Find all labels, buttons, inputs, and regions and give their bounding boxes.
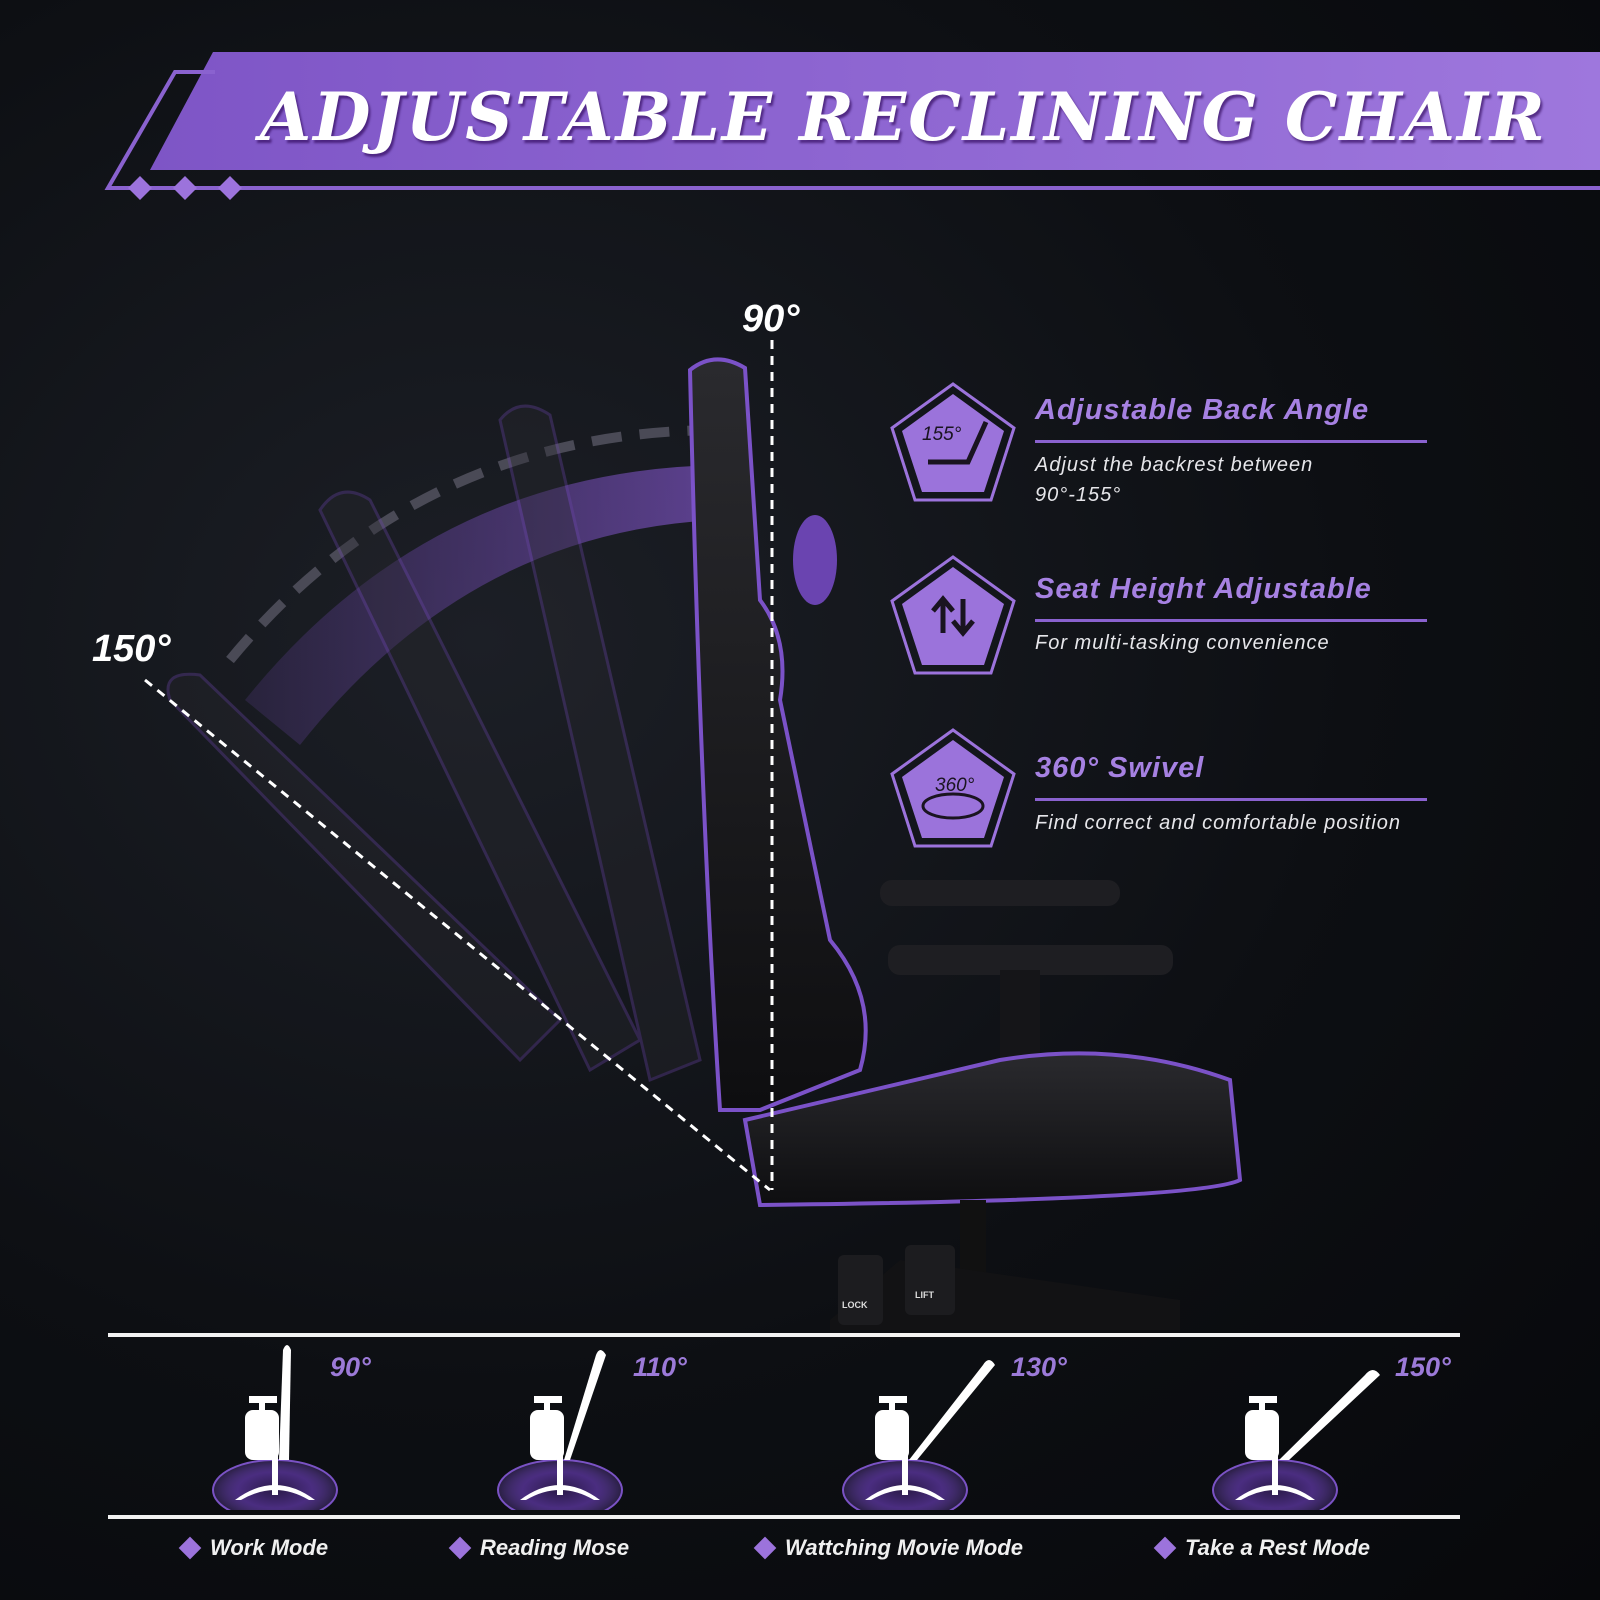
lock-label: LOCK xyxy=(842,1300,868,1310)
mode-angle: 150° xyxy=(1395,1352,1451,1382)
mode-angle: 130° xyxy=(1011,1352,1067,1382)
mode-angle: 90° xyxy=(330,1352,371,1382)
feature-description-line: 90°-155° xyxy=(1035,484,1122,506)
mode-work: Work Mode xyxy=(178,1535,329,1561)
feature-description: For multi-tasking convenience xyxy=(1035,632,1330,654)
feature-description: Adjust the backrest between 90°-155° xyxy=(1035,450,1313,510)
mode-label: Wattching Movie Mode xyxy=(785,1535,1023,1560)
mode-angle: 110° xyxy=(633,1352,687,1382)
swivel-icon-text: 360° xyxy=(935,775,975,796)
recline-arc xyxy=(245,465,720,745)
chair-icon-90 xyxy=(212,1345,338,1510)
mode-rest: Take a Rest Mode xyxy=(1153,1535,1371,1561)
feature-divider xyxy=(1035,798,1427,801)
recline-guide-line xyxy=(144,678,771,1192)
feature-description-line: Adjust the backrest between xyxy=(1035,454,1314,476)
feature-description: Find correct and comfortable position xyxy=(1035,812,1402,834)
page-title: ADJUSTABLE RECLINING CHAIR xyxy=(260,78,1547,156)
diamond-icon xyxy=(753,1536,777,1560)
swivel-icon xyxy=(890,728,1016,848)
divider-bottom xyxy=(108,1515,1460,1519)
feature-divider xyxy=(1035,440,1427,443)
feature-title: Adjustable Back Angle xyxy=(1035,394,1370,426)
chair-icon-130 xyxy=(842,1360,995,1510)
mode-movie: Wattching Movie Mode xyxy=(753,1535,1023,1561)
diamond-icon xyxy=(178,1536,202,1560)
seat-angle-icon-text: 155° xyxy=(922,424,962,445)
feature-icons xyxy=(890,382,1016,848)
feature-divider xyxy=(1035,619,1427,622)
diamond-icon xyxy=(448,1536,472,1560)
lift-label: LIFT xyxy=(915,1290,934,1300)
mode-label: Work Mode xyxy=(210,1535,329,1560)
angle-label-upright: 90° xyxy=(742,298,800,340)
mode-reading: Reading Mose xyxy=(448,1535,630,1561)
chair-icon-150 xyxy=(1212,1370,1380,1510)
mode-chair-icons xyxy=(212,1345,1380,1510)
angle-label-recline: 150° xyxy=(92,628,171,670)
feature-title: 360° Swivel xyxy=(1035,752,1205,784)
title-banner xyxy=(104,52,1600,200)
up-down-arrows-icon xyxy=(890,555,1016,675)
chair-icon-110 xyxy=(497,1350,623,1510)
diamond-icon xyxy=(173,176,197,200)
diamond-icon xyxy=(218,176,242,200)
diamond-icon xyxy=(128,176,152,200)
seat-angle-icon xyxy=(890,382,1016,502)
mode-label: Reading Mose xyxy=(480,1535,630,1560)
diamond-icon xyxy=(1153,1536,1177,1560)
feature-title: Seat Height Adjustable xyxy=(1035,573,1372,605)
mode-label: Take a Rest Mode xyxy=(1185,1535,1371,1560)
divider-top xyxy=(108,1333,1460,1337)
